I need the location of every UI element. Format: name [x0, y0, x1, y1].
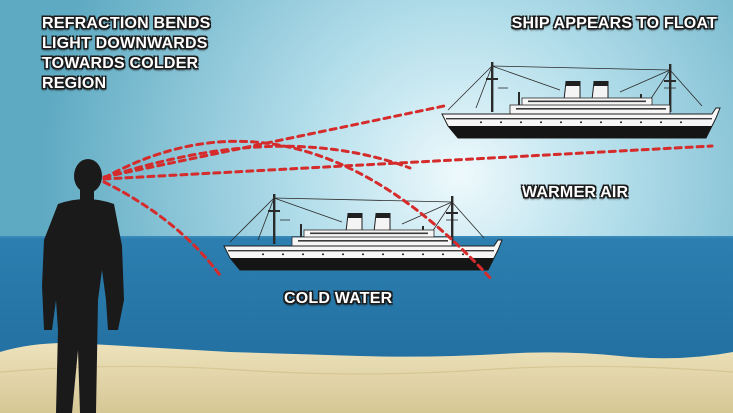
sand-dunes [0, 343, 733, 413]
apparent-ray-upper [102, 104, 446, 179]
bent-ray-inner [102, 144, 412, 180]
light-rays [102, 104, 714, 282]
warmer-air-label: WARMER AIR [522, 184, 629, 201]
cold-water-label: COLD WATER [284, 290, 393, 307]
observer-silhouette [42, 159, 124, 413]
refraction-label: REFRACTION BENDS LIGHT DOWNWARDS TOWARDS… [42, 15, 211, 92]
apparent-ray-lower [102, 144, 714, 181]
bent-ray-outer [102, 139, 494, 282]
ship-floats-label: SHIP APPEARS TO FLOAT [511, 15, 717, 32]
direct-ray-lower [102, 180, 224, 280]
